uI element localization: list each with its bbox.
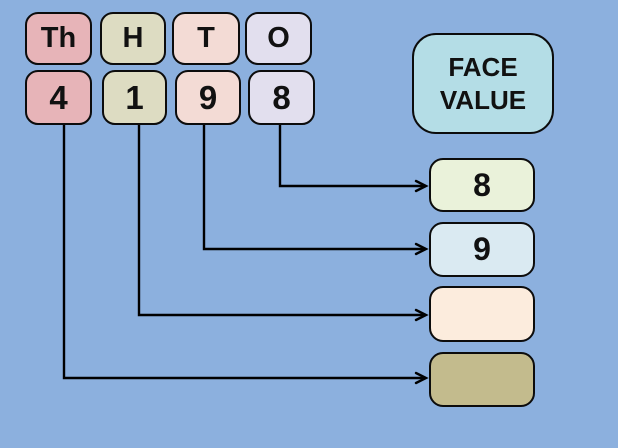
header-box-thousands: Th	[25, 12, 92, 65]
face-value-title-box: FACE VALUE	[412, 33, 554, 134]
digit-box-ones: 8	[248, 70, 315, 125]
answer-box-thousands	[429, 352, 535, 407]
connector-hundreds-arrow	[137, 124, 429, 322]
answer-box-ones: 8	[429, 158, 535, 212]
header-box-tens: T	[172, 12, 240, 65]
face-value-title-line1: FACE	[448, 52, 518, 82]
answer-box-tens: 9	[429, 222, 535, 277]
header-box-hundreds: H	[100, 12, 166, 65]
digit-box-hundreds: 1	[102, 70, 167, 125]
face-value-title-line2: VALUE	[439, 84, 527, 115]
connector-tens-arrow	[202, 124, 429, 256]
connector-ones-arrow	[278, 124, 429, 193]
digit-box-tens: 9	[175, 70, 241, 125]
digit-box-thousands: 4	[25, 70, 92, 125]
answer-box-hundreds	[429, 286, 535, 342]
connector-thousands-arrow	[62, 124, 429, 385]
header-box-ones: O	[245, 12, 312, 65]
